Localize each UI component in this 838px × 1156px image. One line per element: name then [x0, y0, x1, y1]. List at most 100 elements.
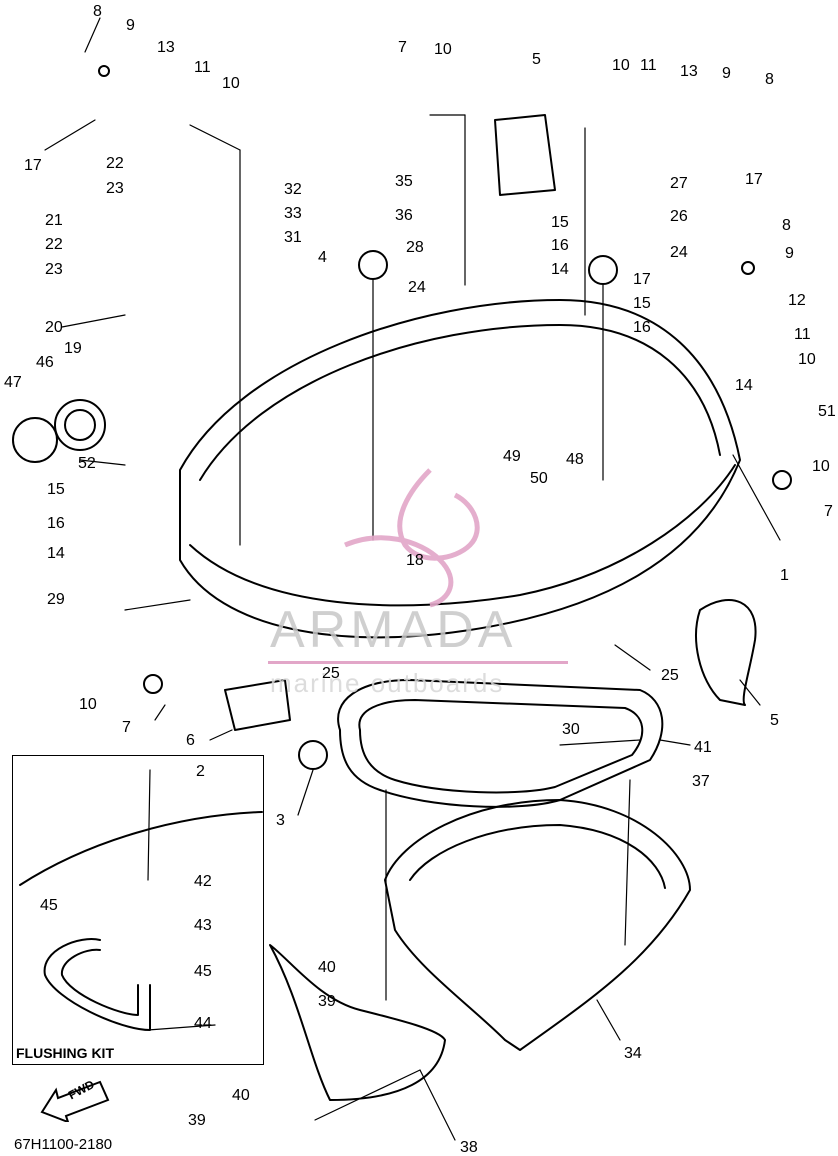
watermark-brand: ARMADA: [270, 601, 517, 659]
part-label: 10: [434, 41, 452, 58]
part-label: 25: [322, 665, 340, 682]
part-label: 24: [408, 279, 426, 296]
part-label: 42: [194, 873, 212, 890]
part-label: 6: [186, 732, 195, 749]
part-label: 22: [106, 155, 124, 172]
part-label: 10: [812, 458, 830, 475]
part-label: 11: [640, 57, 657, 74]
part-label: 1: [780, 567, 789, 584]
watermark-tagline: marine outboards: [270, 668, 505, 698]
part-label: 52: [78, 455, 96, 472]
apron-starboard: [384, 799, 691, 1051]
part-label: 46: [36, 354, 54, 371]
washer-9-left: [98, 65, 110, 77]
part-label: 17: [24, 157, 42, 174]
clamp-47: [12, 417, 58, 463]
part-label: 33: [284, 205, 302, 222]
part-label: 2: [196, 763, 205, 780]
flushing-kit-inset: [12, 755, 264, 1065]
part-label: 36: [395, 207, 413, 224]
drawing-number: 67H1100-2180: [14, 1136, 113, 1153]
part-label: 24: [670, 244, 688, 261]
part-label: 44: [194, 1015, 212, 1032]
part-label: 37: [692, 773, 710, 790]
part-label: 4: [318, 249, 327, 266]
inset-title: FLUSHING KIT: [16, 1045, 114, 1061]
part-label: 39: [188, 1112, 206, 1129]
apron-port: [269, 944, 446, 1101]
flushing-hose-inner: [60, 948, 139, 1016]
part-label: 17: [633, 271, 651, 288]
part-label: 40: [318, 959, 336, 976]
watermark-emblem: [344, 468, 480, 608]
grommet-46: [54, 399, 106, 451]
part-label: 11: [194, 59, 211, 76]
part-label: 29: [47, 591, 65, 608]
part-label: 31: [284, 229, 302, 246]
part-label: 10: [612, 57, 630, 74]
part-label: 48: [566, 451, 584, 468]
part-label: 25: [661, 667, 679, 684]
seal-inner: [358, 699, 644, 794]
lever-lower: [224, 679, 291, 731]
part-label: 5: [532, 51, 541, 68]
watermark-divider: [268, 661, 568, 664]
lever-top: [494, 114, 556, 196]
part-label: 41: [694, 739, 712, 756]
washer-10-right: [772, 470, 792, 490]
flushing-hose: [43, 938, 151, 1031]
part-label: 14: [735, 377, 753, 394]
part-label: 32: [284, 181, 302, 198]
part-label: 13: [680, 63, 698, 80]
part-label: 8: [93, 3, 102, 20]
grommet-24-right: [588, 255, 618, 285]
part-label: 51: [818, 403, 836, 420]
part-label: 7: [824, 503, 833, 520]
part-label: 7: [122, 719, 131, 736]
part-label: 23: [45, 261, 63, 278]
part-label: 47: [4, 374, 22, 391]
part-label: 8: [765, 71, 774, 88]
part-label: 14: [551, 261, 569, 278]
part-label: 15: [633, 295, 651, 312]
washer-10-left: [143, 674, 163, 694]
bottom-cowling-lower-edge: [189, 464, 736, 607]
part-label: 16: [47, 515, 65, 532]
fwd-arrow-icon: [40, 1080, 110, 1122]
part-label: 21: [45, 212, 63, 229]
part-label: 9: [785, 245, 794, 262]
part-label: 16: [551, 237, 569, 254]
part-label: 10: [798, 351, 816, 368]
part-label: 27: [670, 175, 688, 192]
part-label: 15: [47, 481, 65, 498]
part-label: 10: [79, 696, 97, 713]
part-label: 18: [406, 552, 424, 569]
part-label: 10: [222, 75, 240, 92]
grommet-24-left: [358, 250, 388, 280]
part-label: 28: [406, 239, 424, 256]
part-label: 38: [460, 1139, 478, 1156]
part-label: 14: [47, 545, 65, 562]
part-label: 12: [788, 292, 806, 309]
part-label: 3: [276, 812, 285, 829]
part-label: 5: [770, 712, 779, 729]
inset-cowling-outline: [19, 811, 263, 886]
part-label: 30: [562, 721, 580, 738]
part-label: 19: [64, 340, 82, 357]
part-label: 23: [106, 180, 124, 197]
part-label: 26: [670, 208, 688, 225]
apron-starboard-inner: [409, 824, 666, 889]
part-label: 45: [194, 963, 212, 980]
part-label: 39: [318, 993, 336, 1010]
part-label: 40: [232, 1087, 250, 1104]
part-label: 7: [398, 39, 407, 56]
part-label: 43: [194, 917, 212, 934]
washer-9-right: [741, 261, 755, 275]
part-label: 49: [503, 448, 521, 465]
seal-outer: [337, 679, 664, 808]
part-label: 50: [530, 470, 548, 487]
grommet-46-inner: [64, 409, 96, 441]
part-label: 22: [45, 236, 63, 253]
part-label: 9: [722, 65, 731, 82]
